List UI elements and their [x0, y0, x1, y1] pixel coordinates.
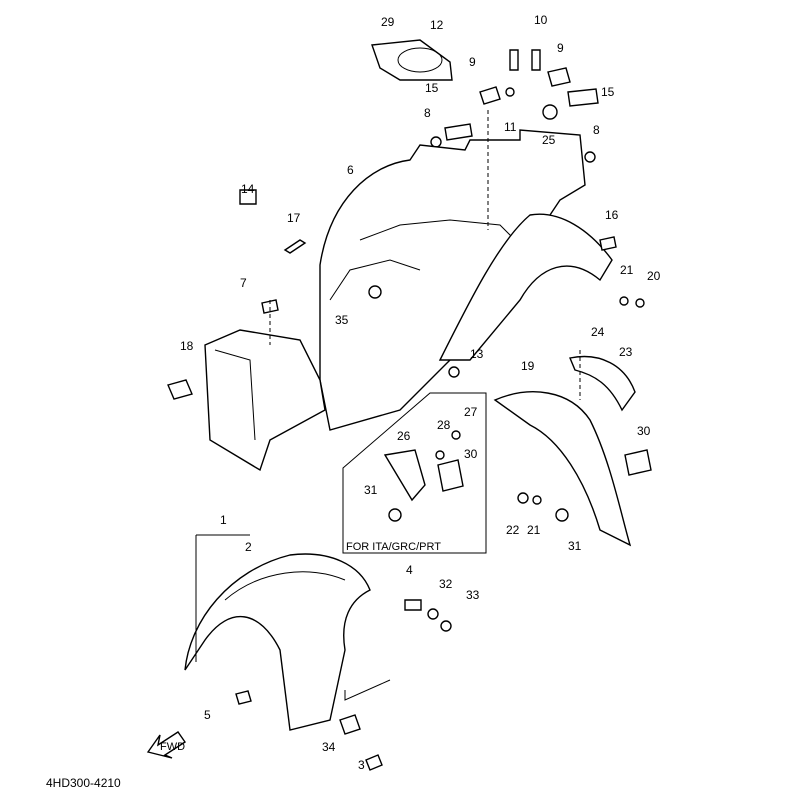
- callout-11: 11: [504, 120, 517, 134]
- callout-7: 7: [240, 276, 247, 290]
- callout-22: 22: [506, 523, 520, 537]
- part-rear-fender-inner: [319, 129, 613, 431]
- part-front-fender: [184, 553, 452, 771]
- callout-29: 29: [381, 15, 395, 29]
- callout-4: 4: [406, 563, 413, 577]
- callout-26: 26: [397, 429, 411, 443]
- callout-25: 25: [542, 133, 556, 147]
- callout-10: 10: [534, 13, 548, 27]
- callout-14: 14: [241, 182, 255, 196]
- callout-2: 2: [245, 540, 252, 554]
- callout-31: 31: [568, 539, 582, 553]
- part-mud-flap: [448, 355, 652, 547]
- callout-23: 23: [619, 345, 633, 359]
- callout-32: 32: [439, 577, 453, 591]
- part-seat-lock-cover: [371, 39, 453, 81]
- callout-24: 24: [591, 325, 605, 339]
- callout-1: 1: [220, 513, 227, 527]
- callout-9: 9: [557, 41, 564, 55]
- fwd-label: FWD: [160, 741, 185, 753]
- callout-9: 9: [469, 55, 476, 69]
- callout-31: 31: [364, 483, 378, 497]
- callout-34: 34: [322, 740, 336, 754]
- callout-30: 30: [637, 424, 651, 438]
- callout-8: 8: [424, 106, 431, 120]
- callout-17: 17: [287, 211, 301, 225]
- leader-lines: [195, 110, 581, 701]
- callout-15: 15: [601, 85, 615, 99]
- callout-27: 27: [464, 405, 478, 419]
- inset-note: FOR ITA/GRC/PRT: [346, 541, 441, 553]
- callout-30: 30: [464, 447, 478, 461]
- callout-19: 19: [521, 359, 535, 373]
- part-battery-box: [167, 189, 645, 472]
- part-bolts-top: [430, 49, 599, 163]
- callout-8: 8: [593, 123, 600, 137]
- diagram-code: 4HD300-4210: [46, 776, 121, 790]
- callout-3: 3: [358, 758, 365, 772]
- callout-33: 33: [466, 588, 480, 602]
- callout-12: 12: [430, 18, 444, 32]
- callout-28: 28: [437, 418, 451, 432]
- callout-35: 35: [335, 313, 349, 327]
- inset-box: [342, 392, 487, 554]
- callout-21: 21: [527, 523, 541, 537]
- callout-13: 13: [470, 347, 484, 361]
- callout-21: 21: [620, 263, 634, 277]
- callout-6: 6: [347, 163, 354, 177]
- callout-20: 20: [647, 269, 661, 283]
- fwd-arrow-icon: FWD: [146, 731, 186, 759]
- callout-16: 16: [605, 208, 619, 222]
- callout-15: 15: [425, 81, 439, 95]
- callout-5: 5: [204, 708, 211, 722]
- callout-18: 18: [180, 339, 194, 353]
